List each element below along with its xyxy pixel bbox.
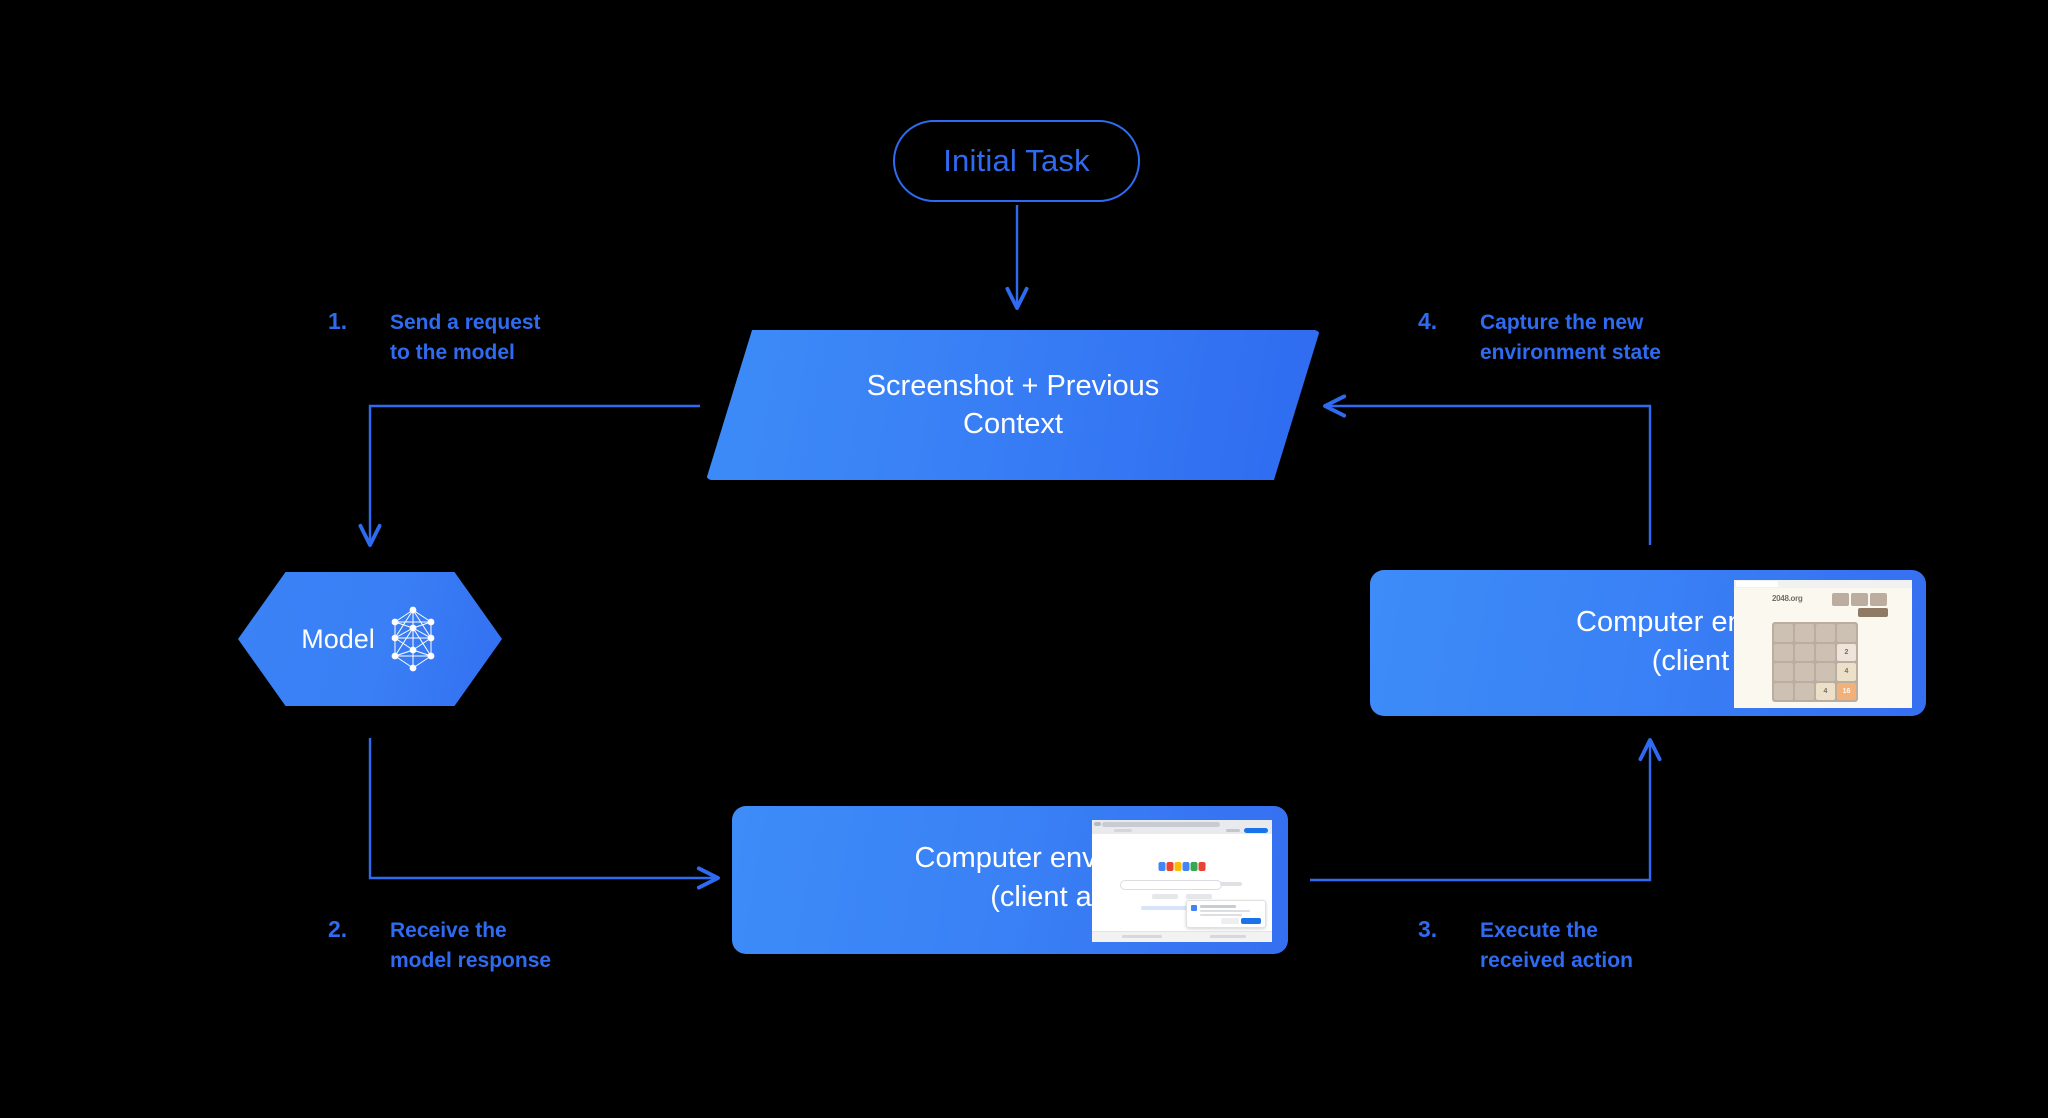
game-subtitle <box>1772 610 1773 615</box>
search-input-icons <box>1220 882 1242 886</box>
context-node-shape <box>706 330 1320 480</box>
tile <box>1816 663 1835 681</box>
step-number-1: 1. <box>328 308 348 334</box>
arrow-step-1 <box>358 404 700 547</box>
signin-dialog[interactable] <box>1186 900 1266 928</box>
tile <box>1795 682 1814 700</box>
footer-links-left <box>1122 935 1162 938</box>
page-links <box>1908 594 1909 599</box>
env-card-right: Computer environment (client app) 2048.o… <box>1370 570 1926 716</box>
context-node-line-2: Context <box>963 408 1063 440</box>
model-node-shape <box>238 572 502 706</box>
tile: 4 <box>1816 682 1835 700</box>
step-label-3: 3. Execute the received action <box>1418 916 1633 976</box>
context-node-line-1: Screenshot + Previous <box>866 369 1160 402</box>
page-footer <box>1092 931 1272 942</box>
step-number-4: 4. <box>1418 308 1438 334</box>
thumbnail-google-search <box>1092 820 1272 942</box>
header-links <box>1226 829 1240 832</box>
arrow-step-4 <box>1323 394 1652 545</box>
dialog-cancel-button[interactable] <box>1221 918 1239 924</box>
dialog-title <box>1200 905 1236 908</box>
google-logo-icon <box>1158 862 1206 871</box>
neural-network-icon <box>391 606 435 672</box>
nav-buttons <box>1094 822 1101 826</box>
context-node-text: Screenshot + Previous Context <box>706 330 1320 480</box>
step-text-2: Receive the model response <box>390 919 552 972</box>
model-node: Model <box>238 572 502 706</box>
game-page-body: 2048.org 2 <box>1734 588 1912 708</box>
feeling-lucky-button[interactable] <box>1186 894 1212 899</box>
tile <box>1795 643 1814 661</box>
tile <box>1774 624 1793 642</box>
tile <box>1816 643 1835 661</box>
google-buttons[interactable] <box>1152 894 1212 899</box>
dialog-logo-icon <box>1191 905 1197 911</box>
step-label-1: 1. Send a request to the model <box>328 308 541 368</box>
tile <box>1837 624 1856 642</box>
step-number-3: 3. <box>1418 916 1438 942</box>
step-text-4: Capture the new environment state <box>1480 311 1661 364</box>
game-title: 2048.org <box>1772 594 1803 603</box>
arrow-step-3 <box>1310 738 1662 882</box>
new-game-button[interactable] <box>1858 608 1888 617</box>
env-card-bottom: Computer environment (client app) <box>732 806 1288 954</box>
sign-in-button[interactable] <box>1244 828 1268 833</box>
step-label-2: 2. Receive the model response <box>328 916 551 976</box>
initial-task-label: Initial Task <box>943 143 1090 178</box>
tile <box>1795 624 1814 642</box>
dialog-text-line-2 <box>1200 914 1242 916</box>
thumbnail-2048-game: 2048.org 2 <box>1734 580 1912 708</box>
initial-task-node: Initial Task <box>893 120 1140 202</box>
best-score-box <box>1851 593 1868 606</box>
model-node-label: Model <box>301 623 375 654</box>
tile <box>1774 643 1793 661</box>
context-node: Screenshot + Previous Context <box>706 330 1320 480</box>
arrow-step-2 <box>368 738 720 890</box>
tile <box>1795 663 1814 681</box>
step-text-3: Execute the received action <box>1480 919 1633 972</box>
step-text-1: Send a request to the model <box>390 311 541 364</box>
tile: 4 <box>1837 663 1856 681</box>
bookmark-bar-item <box>1114 829 1132 832</box>
dialog-text-line-1 <box>1200 910 1250 912</box>
dialog-confirm-button[interactable] <box>1241 918 1261 924</box>
step-number-2: 2. <box>328 916 348 942</box>
step-label-4: 4. Capture the new environment state <box>1418 308 1661 368</box>
tile <box>1774 663 1793 681</box>
tile <box>1816 624 1835 642</box>
tile: 16 <box>1837 682 1856 700</box>
tile: 2 <box>1837 643 1856 661</box>
game-grid[interactable]: 2 4 4 16 <box>1772 622 1858 702</box>
google-page-body <box>1092 834 1272 942</box>
tile <box>1774 682 1793 700</box>
address-bar[interactable] <box>1102 822 1220 827</box>
extra-score-box <box>1870 593 1887 606</box>
footer-links-right <box>1210 935 1246 938</box>
google-search-input[interactable] <box>1120 880 1222 890</box>
page-footer-link <box>1772 700 1773 705</box>
google-search-button[interactable] <box>1152 894 1178 899</box>
language-links <box>1141 906 1223 910</box>
browser-tab <box>1736 581 1778 587</box>
score-box <box>1832 593 1849 606</box>
